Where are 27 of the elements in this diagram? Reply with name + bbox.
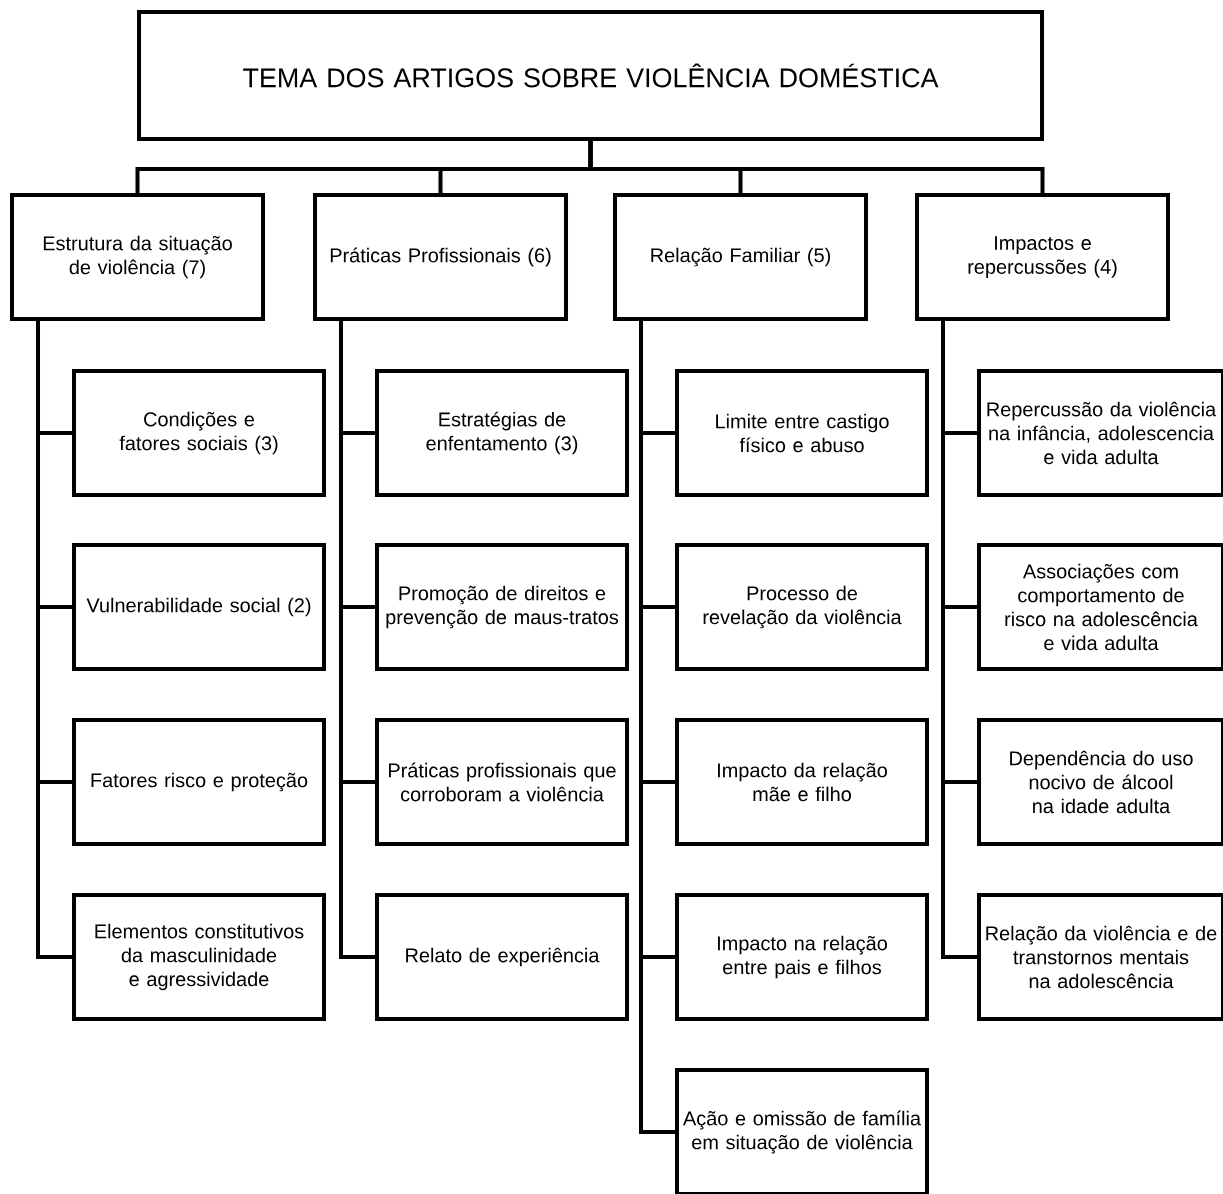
- subtopic-box: Impacto na relação entre pais e filhos: [675, 893, 929, 1021]
- subtopic-box: Ação e omissão de família em situação de violência: [675, 1068, 929, 1194]
- connector-line: [339, 321, 375, 959]
- subtopic-box: Promoção de direitos e prevenção de maus-tratos: [375, 543, 629, 671]
- category-box: Práticas Profissionais (6): [313, 193, 568, 321]
- connector-line: [639, 321, 675, 1134]
- subtopic-box: Associações com comportamento de risco na adolescência e vida adulta: [977, 543, 1223, 671]
- connector-line: [588, 141, 1045, 193]
- subtopic-box: Impacto da relação mãe e filho: [675, 718, 929, 846]
- subtopic-box: Dependência do uso nocivo de álcool na idade adulta: [977, 718, 1223, 846]
- subtopic-box: Estratégias de enfentamento (3): [375, 369, 629, 497]
- subtopic-box: Relato de experiência: [375, 893, 629, 1021]
- connector-line: [941, 321, 977, 959]
- category-box: Relação Familiar (5): [613, 193, 868, 321]
- subtopic-box: Práticas profissionais que corroboram a violência: [375, 718, 629, 846]
- category-box: Impactos e repercussões (4): [915, 193, 1170, 321]
- subtopic-box: Relação da violência e de transtornos mentais na adolescência: [977, 893, 1223, 1021]
- subtopic-box: Vulnerabilidade social (2): [72, 543, 326, 671]
- subtopic-box: Processo de revelação da violência: [675, 543, 929, 671]
- subtopic-box: Repercussão da violência na infância, adolescencia e vida adulta: [977, 369, 1223, 497]
- subtopic-box: Condições e fatores sociais (3): [72, 369, 326, 497]
- title-box: TEMA DOS ARTIGOS SOBRE VIOLÊNCIA DOMÉSTICA: [137, 10, 1044, 141]
- subtopic-box: Elementos constitutivos da masculinidade e agressividade: [72, 893, 326, 1021]
- subtopic-box: Limite entre castigo físico e abuso: [675, 369, 929, 497]
- category-box: Estrutura da situação de violência (7): [10, 193, 265, 321]
- connector-line: [36, 321, 72, 959]
- subtopic-box: Fatores risco e proteção: [72, 718, 326, 846]
